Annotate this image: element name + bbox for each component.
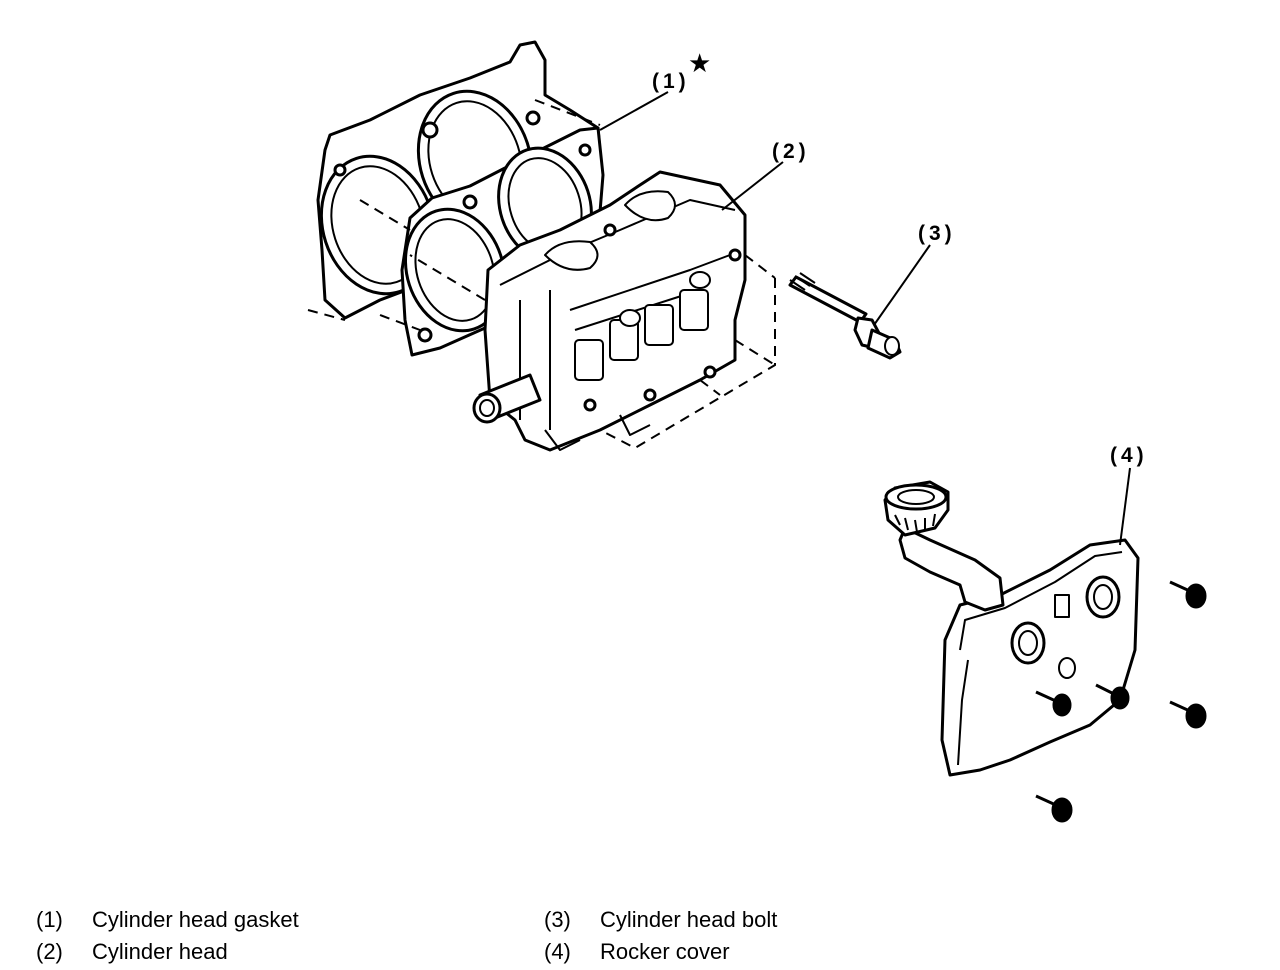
legend-item-1: (1) Cylinder head gasket <box>36 907 299 933</box>
star-mark: ★ <box>688 49 711 79</box>
cylinder-head-bolt <box>788 272 902 360</box>
legend-number: (4) <box>544 939 571 964</box>
rocker-cover <box>883 480 1140 777</box>
legend-item-4: (4) Rocker cover <box>544 939 730 965</box>
callout-gasket: (1) <box>652 70 690 93</box>
leader-lines <box>599 91 1131 546</box>
leader-line-1 <box>599 91 669 131</box>
legend-item-2: (2) Cylinder head <box>36 939 228 965</box>
leader-line-3 <box>873 244 931 326</box>
legend-label: Cylinder head gasket <box>92 907 299 932</box>
callout-cover: (4) <box>1110 444 1148 467</box>
exploded-view-diagram: (1) ★ (2) (3) (4) <box>307 40 1207 823</box>
leader-line-2 <box>721 161 784 211</box>
cylinder-head <box>472 170 747 452</box>
leader-line-4 <box>1119 467 1131 546</box>
legend-label: Rocker cover <box>600 939 730 964</box>
legend-label: Cylinder head bolt <box>600 907 778 932</box>
legend-item-3: (3) Cylinder head bolt <box>544 907 777 933</box>
legend-label: Cylinder head <box>92 939 228 964</box>
callout-bolt: (3) <box>918 222 956 245</box>
legend-number: (2) <box>36 939 63 964</box>
legend-number: (1) <box>36 907 63 932</box>
callout-head: (2) <box>772 140 810 163</box>
alignment-lines <box>307 99 776 450</box>
rocker-cover-bolts <box>1035 580 1207 823</box>
legend-number: (3) <box>544 907 571 932</box>
